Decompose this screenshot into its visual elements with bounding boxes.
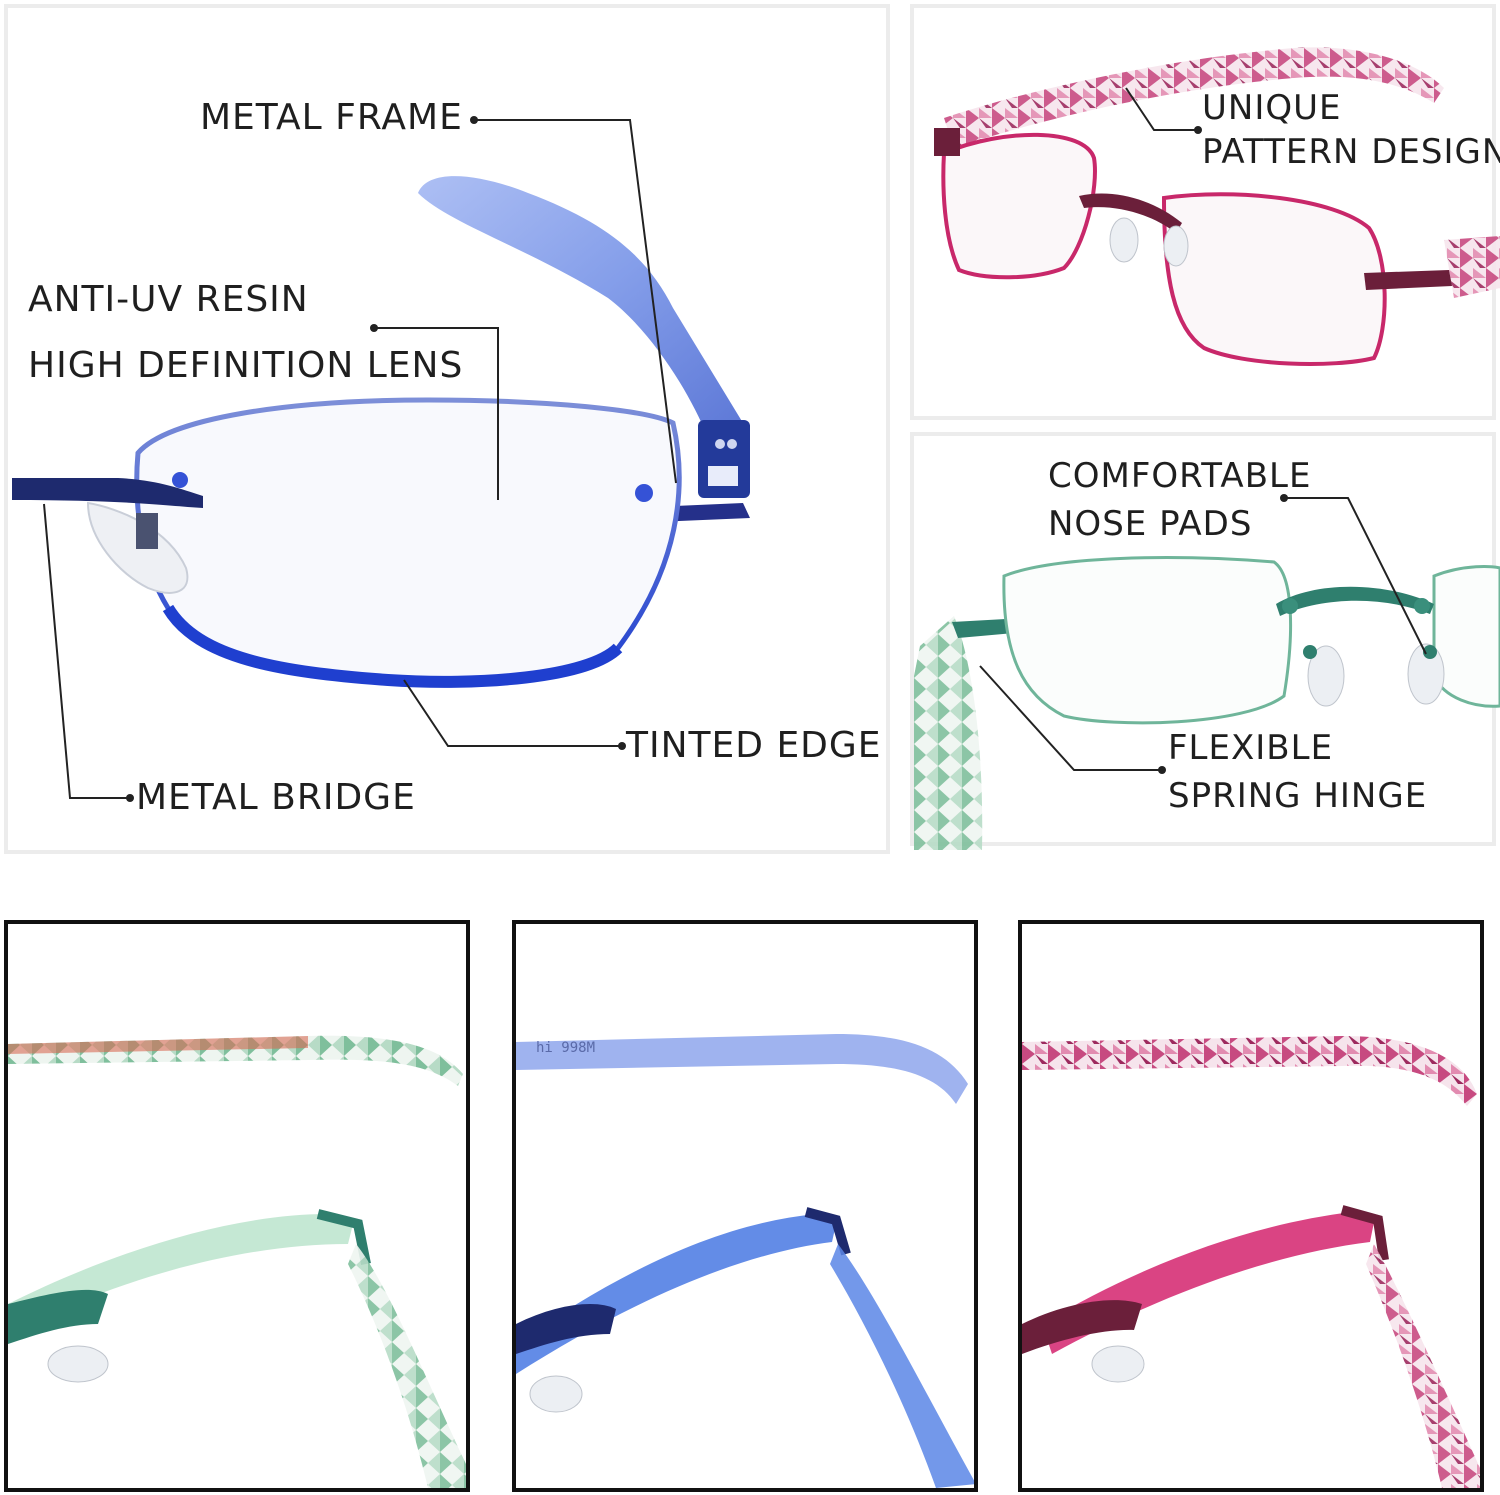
panel-green-nosepads: COMFORTABLE NOSE PADS FLEXIBLE SPRING HI… — [910, 432, 1500, 850]
label-pattern-design: PATTERN DESIGN — [1202, 132, 1500, 172]
pink-metal-bridge — [1079, 193, 1182, 233]
pink-temple-arm — [944, 47, 1444, 148]
green-nose-pad-left — [1307, 645, 1345, 707]
variant-blue: hi 998M — [512, 920, 978, 1492]
green-temple-arm — [914, 616, 983, 850]
label-hd-lens: HIGH DEFINITION LENS — [28, 345, 464, 386]
blue-glasses-illustration — [12, 116, 750, 802]
pink-right-lens — [1161, 192, 1387, 366]
blue-hinge — [698, 420, 750, 498]
callout-lines — [43, 119, 677, 799]
pink-glasses-illustration — [934, 47, 1500, 366]
label-unique: UNIQUE — [1202, 88, 1342, 128]
label-comfortable: COMFORTABLE — [1048, 456, 1312, 496]
blue-temple-arm — [418, 176, 743, 438]
variant-pink — [1018, 920, 1484, 1492]
blue-metal-bridge — [12, 478, 203, 508]
label-spring-hinge: SPRING HINGE — [1168, 776, 1428, 816]
label-metal-bridge: METAL BRIDGE — [136, 777, 416, 818]
green-glasses-illustration — [914, 494, 1500, 850]
label-tinted-edge: TINTED EDGE — [626, 725, 882, 766]
panel-blue-closeup: METAL FRAME ANTI-UV RESIN HIGH DEFINITIO… — [4, 4, 890, 854]
green-nose-pad-right — [1407, 643, 1445, 705]
blue-lens — [134, 397, 682, 685]
label-metal-frame: METAL FRAME — [200, 97, 463, 138]
panel-pink-pattern: UNIQUE PATTERN DESIGN — [910, 4, 1500, 420]
label-flexible: FLEXIBLE — [1168, 728, 1334, 768]
pink-left-lens — [941, 132, 1097, 280]
label-anti-uv-resin: ANTI-UV RESIN — [28, 279, 309, 320]
variant-green — [4, 920, 470, 1492]
green-lens — [1002, 556, 1293, 725]
temple-print: hi 998M — [536, 1040, 595, 1056]
green-metal-bridge — [1276, 586, 1434, 616]
label-nose-pads: NOSE PADS — [1048, 504, 1253, 544]
pink-variant-illustration — [1022, 1036, 1480, 1488]
green-variant-illustration — [8, 1035, 466, 1488]
blue-variant-illustration: hi 998M — [516, 1034, 974, 1488]
